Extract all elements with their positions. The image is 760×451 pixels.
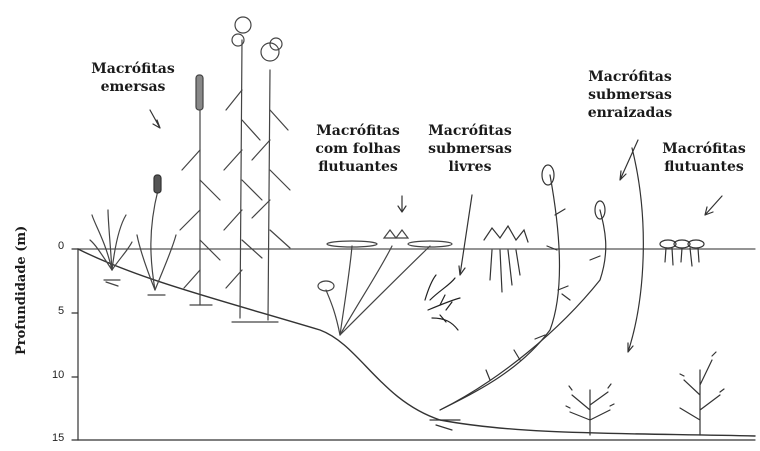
free-submerged-plant bbox=[425, 275, 460, 330]
arrow-emergent bbox=[150, 110, 160, 128]
depth-axis-label: Profundidade (m) bbox=[14, 226, 29, 355]
rooted-submerged-tall-plant bbox=[430, 165, 606, 430]
emergent-grass-plant bbox=[90, 210, 132, 286]
rooted-submerged-bush-right bbox=[680, 352, 724, 435]
label-floating: Macrófitas flutuantes bbox=[654, 140, 754, 176]
small-floating-plants bbox=[660, 240, 704, 266]
depth-tick-0: 0 bbox=[58, 240, 64, 252]
emergent-reed-plant bbox=[180, 75, 220, 305]
emergent-tall-flowering-plant bbox=[224, 17, 290, 322]
floating-rosette-plant bbox=[484, 226, 528, 292]
depth-tick-10: 10 bbox=[52, 369, 64, 381]
depth-tick-15: 15 bbox=[52, 432, 64, 444]
label-floating-leaves: Macrófitas com folhas flutuantes bbox=[308, 122, 408, 176]
arrow-rooted-submerged-2 bbox=[628, 148, 643, 352]
label-free-submerged: Macrófitas submersas livres bbox=[420, 122, 520, 176]
label-emergent: Macrófitas emersas bbox=[78, 60, 188, 96]
lake-bottom-profile bbox=[78, 249, 755, 436]
arrow-free-submerged bbox=[459, 195, 472, 275]
label-rooted-submerged: Macrófitas submersas enraizadas bbox=[575, 68, 685, 122]
rooted-submerged-bush-left bbox=[566, 384, 614, 435]
emergent-cattail-plant bbox=[137, 175, 176, 295]
depth-tick-5: 5 bbox=[58, 305, 64, 317]
arrow-floating bbox=[705, 196, 722, 215]
arrow-floating-leaves bbox=[398, 196, 406, 212]
